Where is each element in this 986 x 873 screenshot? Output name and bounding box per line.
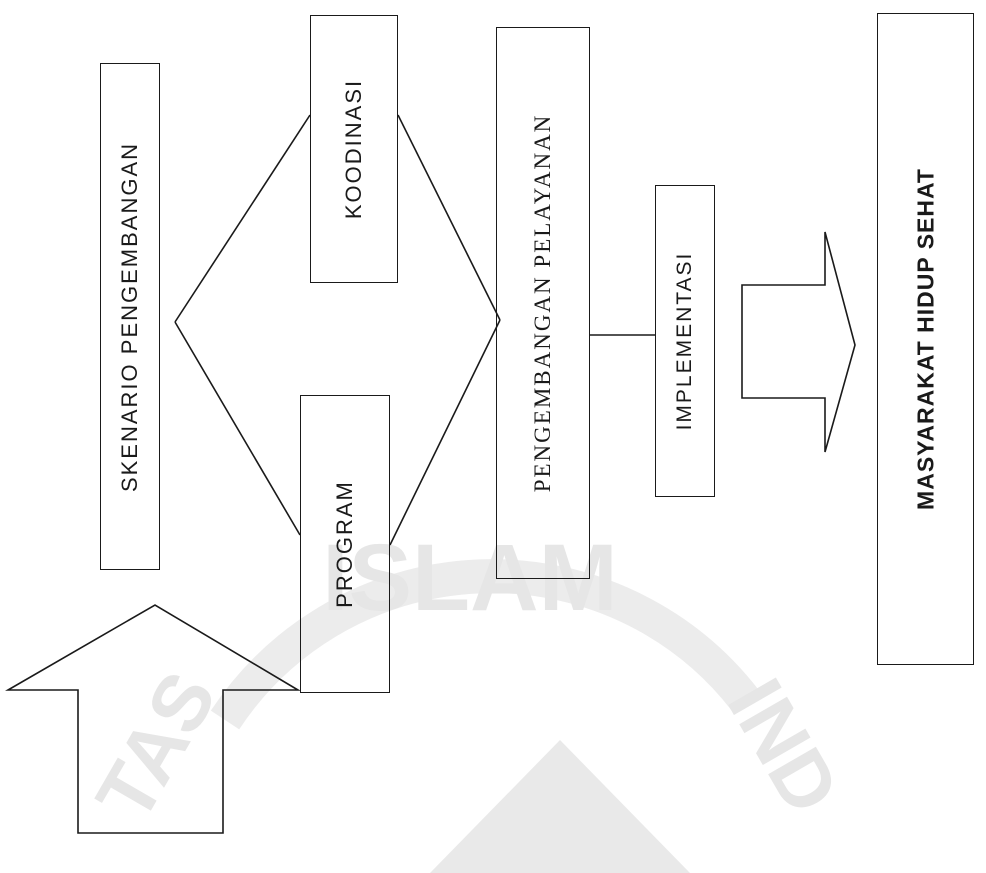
box-masyarakat-hidup-sehat: MASYARAKAT HIDUP SEHAT [877,13,974,665]
box-program: PROGRAM [300,395,390,693]
box-koodinasi: KOODINASI [310,15,398,283]
box-implementasi: IMPLEMENTASI [655,185,715,497]
label-masyarakat-hidup-sehat: MASYARAKAT HIDUP SEHAT [912,168,938,510]
label-implementasi: IMPLEMENTASI [673,251,696,431]
box-pengembangan-pelayanan: PENGEMBANGAN PELAYANAN [496,27,590,579]
label-program: PROGRAM [332,480,357,608]
connector-program-pelayanan [389,319,501,546]
label-pengembangan-pelayanan: PENGEMBANGAN PELAYANAN [530,113,555,493]
arrow-right-icon [741,231,856,453]
connector-skenario-program [174,321,301,536]
arrow-up-icon [5,604,301,834]
label-koodinasi: KOODINASI [341,78,366,220]
box-skenario-pengembangan: SKENARIO PENGEMBANGAN [100,63,160,570]
label-skenario-pengembangan: SKENARIO PENGEMBANGAN [117,141,142,492]
connector-skenario-koodinasi [174,114,311,323]
connector-koodinasi-pelayanan [397,114,501,321]
